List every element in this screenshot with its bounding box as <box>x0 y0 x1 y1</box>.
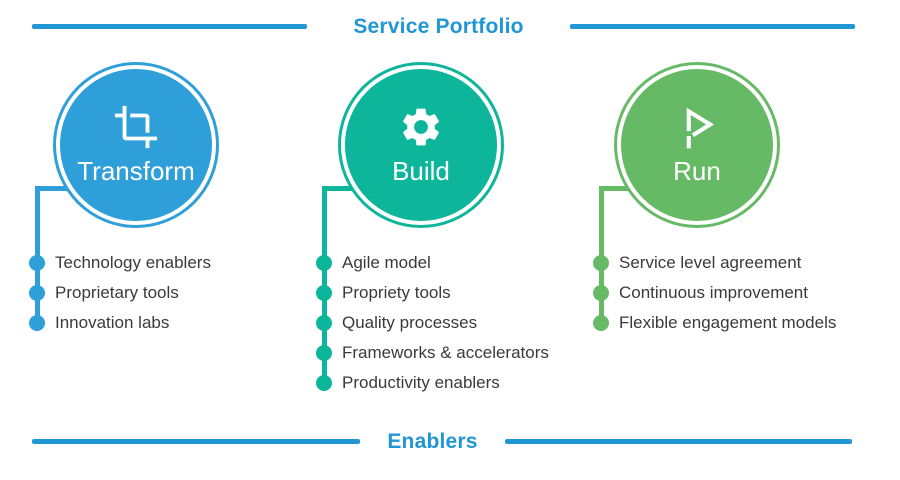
crop-icon <box>114 105 158 148</box>
footer-rule-right <box>505 439 852 444</box>
list-item-label: Propriety tools <box>342 283 451 302</box>
bullet-dot <box>316 345 332 361</box>
run-connector-line <box>599 186 604 323</box>
gear-icon <box>403 108 439 145</box>
list-item: Quality processes <box>316 313 549 332</box>
list-item-label: Continuous improvement <box>619 283 808 302</box>
list-item-label: Productivity enablers <box>342 373 500 392</box>
build-connector-line <box>322 186 327 383</box>
run-circle-label: Run <box>673 155 721 186</box>
list-item-label: Technology enablers <box>55 253 211 272</box>
list-item: Technology enablers <box>29 253 211 272</box>
bullet-dot <box>316 315 332 331</box>
footer-title: Enablers <box>387 430 478 453</box>
list-item: Agile model <box>316 253 549 272</box>
list-item: Continuous improvement <box>593 283 836 302</box>
play-icon <box>686 107 715 148</box>
list-item: Propriety tools <box>316 283 549 302</box>
list-item-label: Agile model <box>342 253 431 272</box>
run-circle: Run <box>617 65 777 225</box>
list-item-label: Frameworks & accelerators <box>342 343 549 362</box>
header-rule-right <box>570 24 855 29</box>
transform-circle: Transform <box>56 65 216 225</box>
build-list: Agile model Propriety tools Quality proc… <box>316 253 549 405</box>
header-rule-left <box>32 24 307 29</box>
list-item-label: Quality processes <box>342 313 478 332</box>
list-item: Proprietary tools <box>29 283 211 302</box>
bullet-dot <box>593 315 609 331</box>
bullet-dot <box>29 285 45 301</box>
bullet-dot <box>593 285 609 301</box>
list-item: Service level agreement <box>593 253 836 272</box>
run-list: Service level agreement Continuous impro… <box>593 253 837 345</box>
transform-connector-line <box>35 186 40 323</box>
run-connector-stub <box>599 186 629 191</box>
header-title: Service Portfolio <box>353 15 524 38</box>
bullet-dot <box>29 315 45 331</box>
build-circle-label: Build <box>392 155 450 186</box>
list-item-label: Service level agreement <box>619 253 802 272</box>
list-item-label: Flexible engagement models <box>619 313 837 332</box>
transform-connector-stub <box>35 186 67 191</box>
list-item-label: Innovation labs <box>55 313 170 332</box>
bullet-dot <box>316 255 332 271</box>
list-item: Flexible engagement models <box>593 313 837 332</box>
bullet-dot <box>316 375 332 391</box>
transform-circle-label: Transform <box>77 155 195 186</box>
list-item: Productivity enablers <box>316 373 549 392</box>
list-item: Frameworks & accelerators <box>316 343 549 362</box>
list-item-label: Proprietary tools <box>55 283 179 302</box>
transform-list: Technology enablers Proprietary tools In… <box>29 253 211 345</box>
build-circle: Build <box>341 65 501 225</box>
bullet-dot <box>316 285 332 301</box>
build-connector-stub <box>322 186 354 191</box>
footer-rule-left <box>32 439 360 444</box>
bullet-dot <box>593 255 609 271</box>
bullet-dot <box>29 255 45 271</box>
list-item: Innovation labs <box>29 313 211 332</box>
